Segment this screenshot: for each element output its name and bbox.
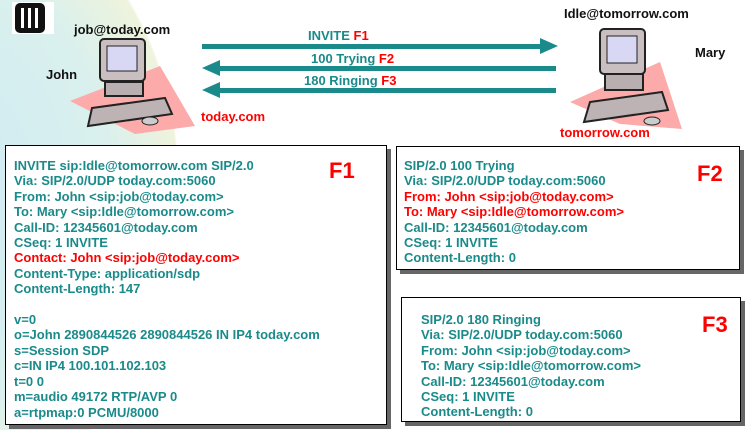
- logo: [12, 2, 54, 34]
- f3-ringing-message-box: F3 SIP/2.0 180 Ringing Via: SIP/2.0/UDP …: [401, 297, 741, 422]
- f1-contact-header: Contact: John <sip:job@today.com>: [14, 250, 240, 266]
- f2-trying-message-box: F2 SIP/2.0 100 Trying Via: SIP/2.0/UDP t…: [396, 146, 740, 270]
- mary-computer-icon: [570, 28, 682, 129]
- arrow-trying: [218, 66, 556, 71]
- f2-headers-rest: Call-ID: 12345601@today.com CSeq: 1 INVI…: [404, 219, 588, 266]
- message-label-trying: 100 Trying F2: [311, 51, 394, 66]
- message-text: 100 Trying: [311, 51, 379, 66]
- message-label-invite: INVITE F1: [308, 28, 369, 43]
- caller-domain: today.com: [201, 109, 266, 124]
- john-computer-icon: [70, 38, 195, 134]
- arrow-ringing: [218, 88, 556, 93]
- callee-domain: tomorrow.com: [560, 125, 650, 140]
- f1-invite-message-box: F1 INVITE sip:Idle@tomorrow.com SIP/2.0 …: [5, 145, 387, 425]
- f1-body: Content-Type: application/sdp Content-Le…: [14, 265, 320, 420]
- message-flow-id: F1: [353, 28, 369, 43]
- f2-headers: SIP/2.0 100 Trying Via: SIP/2.0/UDP toda…: [404, 158, 606, 189]
- message-flow-id: F2: [378, 51, 395, 66]
- f1-headers: INVITE sip:Idle@tomorrow.com SIP/2.0 Via…: [14, 158, 254, 251]
- f1-label: F1: [329, 158, 355, 183]
- message-text: INVITE: [308, 28, 354, 43]
- f2-label: F2: [697, 161, 723, 186]
- f3-headers: SIP/2.0 180 Ringing Via: SIP/2.0/UDP tod…: [421, 312, 641, 420]
- callee-address: Idle@tomorrow.com: [564, 6, 689, 21]
- caller-address: job@today.com: [74, 22, 171, 37]
- arrow-head-right-icon: [540, 38, 558, 54]
- f3-label: F3: [702, 312, 728, 337]
- message-flow-id: F3: [381, 73, 397, 88]
- arrow-head-left-icon: [202, 82, 220, 98]
- message-text: 180 Ringing: [304, 73, 382, 88]
- f2-text: SIP/2.0 100 Trying Via: SIP/2.0/UDP toda…: [404, 158, 624, 266]
- arrow-head-left-icon: [202, 60, 220, 76]
- caller-name: John: [46, 67, 78, 82]
- message-label-ringing: 180 Ringing F3: [304, 73, 396, 88]
- f2-from-to-headers: From: John <sip:job@today.com> To: Mary …: [404, 188, 624, 220]
- callee-name: Mary: [695, 45, 726, 60]
- arrow-invite: [202, 44, 542, 49]
- f1-text: INVITE sip:Idle@tomorrow.com SIP/2.0 Via…: [14, 158, 320, 420]
